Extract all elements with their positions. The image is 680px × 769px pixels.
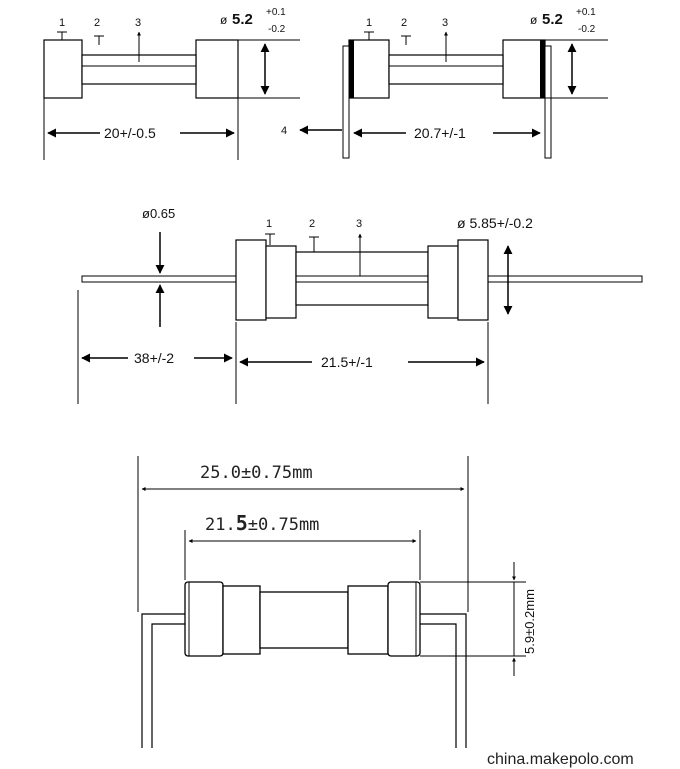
glass-tube [295,251,429,306]
tolerance-plus: +0.1 [266,7,286,18]
body-length-label: 21.5+/-1 [321,354,373,370]
ferrule-right [347,585,389,655]
body-length-label: 21.5±0.75mm [205,511,319,535]
fuse-diagram-2: 1 2 3 ø 5.2 +0.1 -0.2 4 20.7+/-1 [281,7,608,159]
callout-4: 4 [281,125,287,137]
ferrule-left [265,245,297,319]
end-cap-left-edge [349,40,354,98]
overall-length-label: 25.0±0.75mm [200,463,313,483]
end-cap-left [184,581,224,657]
watermark: china.makepolo.com [487,751,634,768]
fuse-diagram-1: 1 2 3 ø 5.2 +0.1 -0.2 20+/-0.5 [43,7,300,160]
diameter-symbol: ø [530,13,538,27]
fuse-diagram-3: 1 2 3 ø0.65 ø 5.85+/-0.2 38+/-2 21.5+/-1 [77,206,643,404]
callout-1: 1 [59,17,65,29]
diameter-value: 5.2 [542,11,563,28]
ferrule-right [427,245,459,319]
end-cap-right [387,581,421,657]
callout-2: 2 [401,17,407,29]
lead-right [544,45,552,159]
end-cap-left [235,239,267,321]
ferrule-left [222,585,261,655]
glass-tube [259,591,349,649]
callout-3: 3 [356,218,362,230]
callout-2: 2 [309,218,315,230]
diameter-value: 5.2 [232,11,253,28]
end-cap-right [195,39,239,99]
diameter-symbol: ø [220,13,228,27]
callout-1: 1 [266,218,272,230]
length-label: 20.7+/-1 [414,125,466,141]
lead-left [342,45,350,159]
end-cap-left [43,39,83,99]
lead-length-label: 38+/-2 [134,350,174,366]
callout-3: 3 [135,17,141,29]
tolerance-plus: +0.1 [576,7,596,18]
lead-diameter-label: ø0.65 [142,206,175,221]
end-cap-right [502,39,546,99]
fuse-diagram-4: 25.0±0.75mm 21.5±0.75mm 5.9±0.2mm [137,456,537,748]
body-diameter-label: ø 5.85+/-0.2 [457,215,533,231]
diameter-label: 5.9±0.2mm [522,589,537,654]
glass-tube [388,54,504,85]
callout-3: 3 [442,17,448,29]
tolerance-minus: -0.2 [578,24,596,35]
callout-2: 2 [94,17,100,29]
length-label: 20+/-0.5 [104,125,156,141]
end-cap-right-edge [540,40,545,98]
callout-1: 1 [366,17,372,29]
end-cap-left [348,39,390,99]
end-cap-right [457,239,489,321]
tolerance-minus: -0.2 [268,24,286,35]
